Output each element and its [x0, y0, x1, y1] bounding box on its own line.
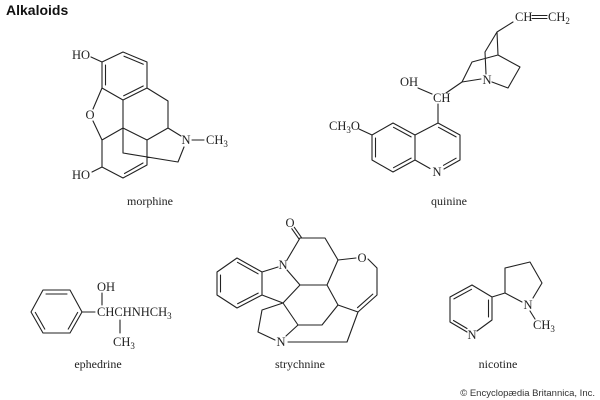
nicotine-pyrrolidine-nitrogen-label: N — [523, 298, 532, 312]
ephedrine-bonds — [30, 289, 121, 334]
ephedrine-chain-main: CHCHNHCH — [97, 305, 167, 319]
nicotine-methyl-main: CH — [533, 318, 550, 332]
ephedrine-chain-subscript: 3 — [167, 311, 172, 321]
quinine-methoxy-label: CH3O — [329, 119, 360, 135]
nicotine-structure: N N CH3 nicotine — [449, 261, 555, 371]
strychnine-name: strychnine — [275, 357, 325, 371]
copyright-credit: © Encyclopædia Britannica, Inc. — [460, 388, 595, 399]
ephedrine-methyl-label: CH3 — [113, 335, 135, 351]
morphine-hydroxyl-top-label: HO — [72, 48, 90, 62]
morphine-ether-oxygen-label: O — [85, 108, 94, 122]
quinine-ring-nitrogen-label: N — [432, 165, 441, 179]
quinine-vinyl-ch2-main: CH — [548, 10, 565, 24]
strychnine-carbonyl-oxygen-label: O — [285, 216, 294, 230]
morphine-methyl-subscript: 3 — [223, 139, 228, 149]
quinine-vinyl-ch-label: CH — [515, 10, 532, 24]
ephedrine-hydroxyl-label: OH — [97, 280, 115, 294]
quinine-methoxy-oxygen: O — [351, 119, 360, 133]
figure-title: Alkaloids — [6, 2, 68, 18]
nicotine-name: nicotine — [479, 357, 518, 371]
quinine-vinyl-ch2-subscript: 2 — [565, 16, 570, 26]
ephedrine-name: ephedrine — [74, 357, 121, 371]
quinine-structure: CH CH2 OH CH N CH3O N quinine — [329, 10, 570, 208]
ephedrine-methyl-subscript: 3 — [130, 341, 135, 351]
quinine-methoxy-subscript: 3 — [346, 125, 351, 135]
morphine-nitrogen-label: N — [181, 133, 190, 147]
strychnine-structure: O N O N strychnine — [216, 216, 378, 371]
morphine-methyl-label: CH3 — [206, 133, 228, 149]
nicotine-methyl-label: CH3 — [533, 318, 555, 334]
quinine-name: quinine — [431, 194, 467, 208]
morphine-structure: HO O N CH3 HO morphine — [72, 48, 228, 208]
quinine-methoxy-ch: CH — [329, 119, 346, 133]
quinine-methine-label: CH — [433, 91, 450, 105]
strychnine-indoline-nitrogen-label: N — [278, 258, 287, 272]
strychnine-ether-oxygen-label: O — [357, 251, 366, 265]
ephedrine-structure: OH CHCHNHCH3 CH3 ephedrine — [30, 280, 172, 371]
nicotine-pyridine-nitrogen-label: N — [467, 328, 476, 342]
quinine-hydroxyl-label: OH — [400, 75, 418, 89]
quinine-vinyl-ch2-label: CH2 — [548, 10, 570, 26]
morphine-hydroxyl-bottom-label: HO — [72, 168, 90, 182]
ephedrine-chain-label: CHCHNHCH3 — [97, 305, 172, 321]
quinine-bonds — [358, 14, 548, 173]
strychnine-amine-nitrogen-label: N — [276, 335, 285, 349]
nicotine-methyl-subscript: 3 — [550, 324, 555, 334]
morphine-name: morphine — [127, 194, 173, 208]
quinine-cage-nitrogen-label: N — [482, 73, 491, 87]
ephedrine-methyl-main: CH — [113, 335, 130, 349]
morphine-bonds — [90, 51, 205, 179]
morphine-methyl-main: CH — [206, 133, 223, 147]
nicotine-bonds — [449, 261, 543, 333]
strychnine-bonds — [216, 226, 378, 343]
